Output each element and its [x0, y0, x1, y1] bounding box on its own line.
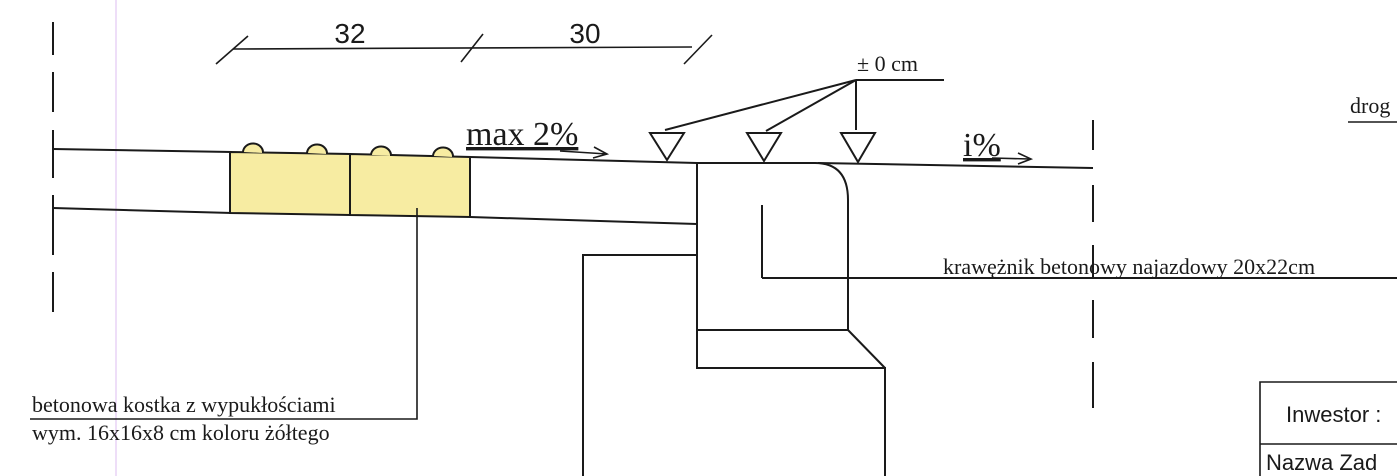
tactile-bump — [370, 145, 392, 157]
slope-right-arrow — [991, 152, 1034, 165]
level-triangle-3 — [839, 132, 877, 164]
dimension-label-2: 30 — [569, 18, 600, 49]
level-triangle-1 — [648, 132, 686, 162]
title-block — [1259, 381, 1397, 476]
curb-stone — [696, 162, 1397, 331]
tactile-bump — [306, 143, 328, 155]
slope-left-label: max 2% — [466, 116, 578, 153]
tactile-block-2 — [349, 152, 471, 219]
slope-left-arrow — [559, 146, 610, 159]
tactile-label-line2: wym. 16x16x8 cm koloru żółtego — [32, 420, 330, 445]
tactile-bump — [432, 146, 454, 158]
title-block-investor: Inwestor : — [1286, 402, 1381, 427]
tactile-block-1 — [229, 150, 351, 217]
dimension-label-1: 32 — [334, 18, 365, 49]
concrete-footing — [582, 254, 886, 476]
level-label: ± 0 cm — [857, 51, 918, 76]
dimension-line — [215, 33, 713, 65]
tactile-paving-blocks — [229, 142, 471, 219]
level-triangle-2 — [745, 132, 783, 163]
curb-label: krawężnik betonowy najazdowy 20x22cm — [943, 254, 1315, 279]
road-surface-line — [817, 162, 1094, 169]
tactile-bump — [242, 142, 264, 154]
title-block-task-name: Nazwa Zad — [1266, 450, 1377, 475]
road-label: drog — [1350, 93, 1390, 118]
sidewalk-slab — [52, 148, 698, 225]
tactile-label-leader — [30, 208, 418, 420]
tactile-label-line1: betonowa kostka z wypukłościami — [32, 392, 336, 417]
level-markers — [648, 79, 944, 164]
